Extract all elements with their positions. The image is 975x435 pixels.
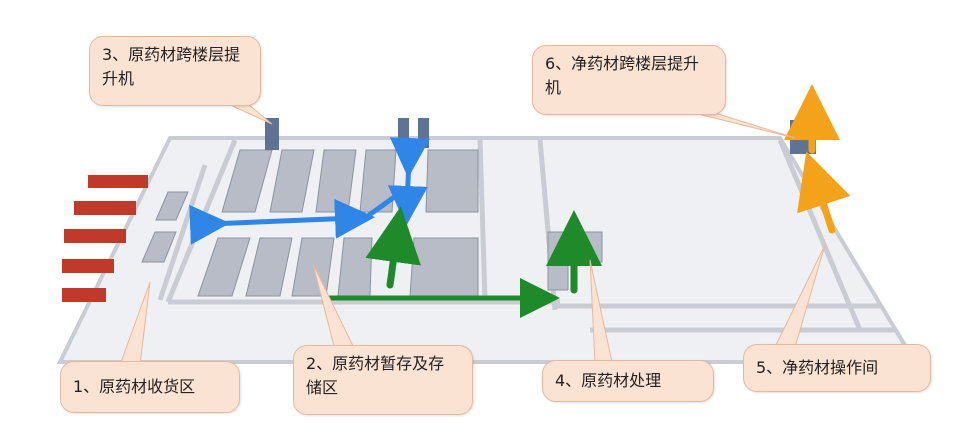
trucks <box>62 175 148 302</box>
lift-icon <box>398 118 409 148</box>
callout-pointers <box>119 103 826 366</box>
rack-block <box>425 149 479 213</box>
flow-arrow-icon <box>387 137 430 226</box>
storage-racks <box>141 149 603 297</box>
truck-icon <box>64 229 126 243</box>
rack-block <box>359 149 397 213</box>
pointer-raw-lift <box>227 103 273 125</box>
flow-arrow-icon <box>365 206 421 289</box>
rack-block <box>409 237 479 297</box>
truck-icon <box>88 175 148 188</box>
flow-arrow-icon <box>797 151 851 234</box>
rack-block <box>547 231 569 291</box>
callout-storage: 2、原药材暂存及存储区 <box>293 345 473 415</box>
rack-block <box>155 191 189 221</box>
rack-block <box>141 231 177 263</box>
truck-icon <box>62 259 114 273</box>
callout-clean-lift: 6、净药材跨楼层提升机 <box>532 45 726 115</box>
callout-raw-lift: 3、原药材跨楼层提升机 <box>89 36 261 106</box>
lift-icon <box>265 118 279 150</box>
callout-receiving: 1、原药材收货区 <box>60 361 240 413</box>
truck-icon <box>62 288 106 302</box>
rack-block <box>337 237 373 297</box>
callout-processing: 4、原药材处理 <box>542 360 714 402</box>
lift-icon <box>418 118 429 148</box>
truck-icon <box>74 201 136 215</box>
flow-arrow-icon <box>189 198 375 245</box>
callout-clean-operation: 5、净药材操作间 <box>743 344 931 392</box>
flow-arrows <box>189 84 851 318</box>
rack-block <box>583 231 603 263</box>
pointer-clean-lift <box>689 111 796 139</box>
